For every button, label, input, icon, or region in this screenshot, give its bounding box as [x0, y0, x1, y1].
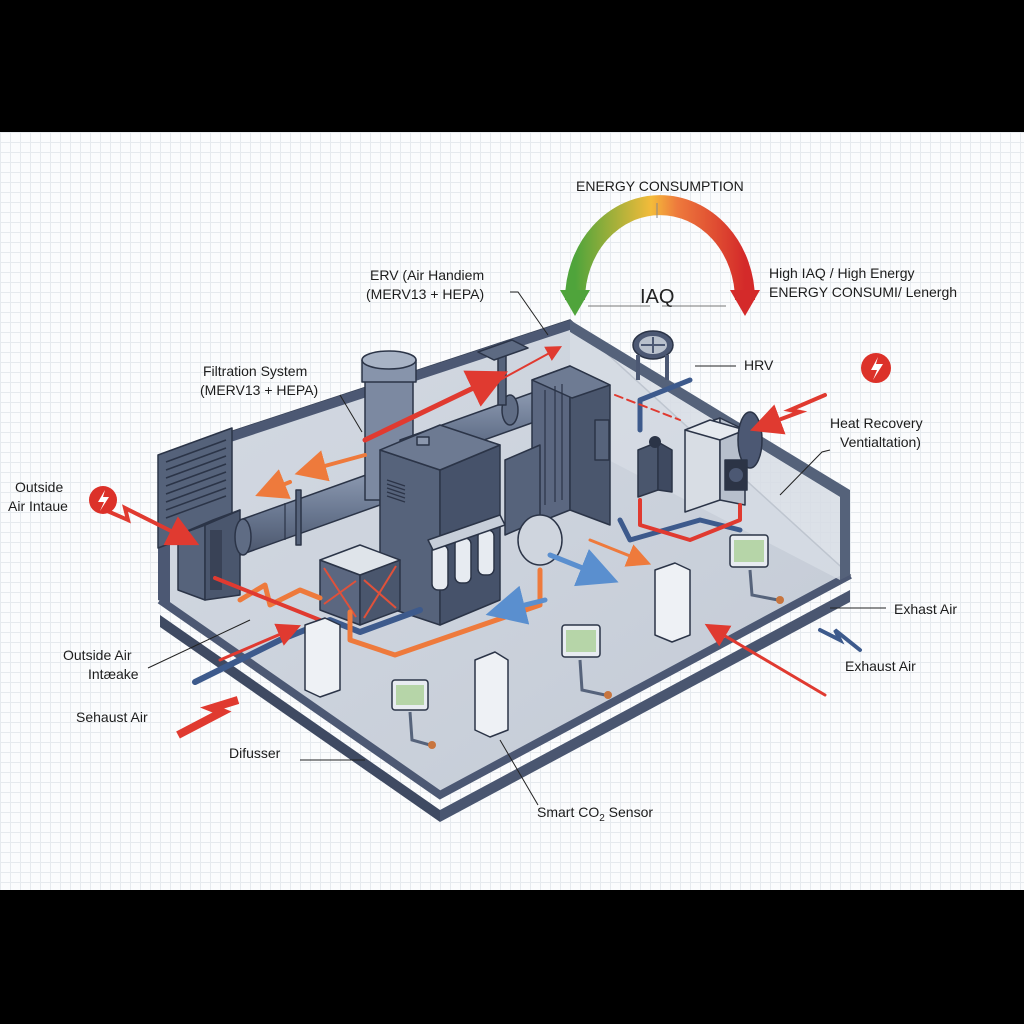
gauge-title: ENERGY CONSUMPTION [576, 178, 744, 194]
label-heat-recovery-2: Ventialtation) [840, 434, 921, 450]
label-exhaust-air-1: Exhast Air [894, 601, 957, 617]
main-duct [234, 469, 381, 556]
gauge-arrow-high [730, 290, 760, 316]
gauge-right-label-1: High IAQ / High Energy [769, 265, 915, 281]
label-hrv: HRV [744, 357, 774, 373]
label-filtration-2: (MERV13 + HEPA) [200, 382, 318, 398]
wall-panel [474, 651, 509, 738]
label-heat-recovery-1: Heat Recovery [830, 415, 923, 431]
blower-housing [504, 444, 563, 566]
gauge-right-label-2: ENERGY CONSUMI/ Lenergh [769, 284, 957, 300]
floor-ductwork [192, 377, 743, 685]
floor-rim [157, 571, 852, 800]
cabinet-vent-cap [416, 436, 430, 446]
diagram-labels: ERV (Air Handiem (MERV13 + HEPA) Filtrat… [8, 267, 957, 824]
label-outside-air-bottom-2: Intæake [88, 666, 139, 682]
back-wall-right [570, 320, 850, 580]
label-outside-air-bottom-1: Outside Air [63, 647, 132, 663]
label-outside-air-top-2: Air Intaue [8, 498, 68, 514]
diagram-canvas: ENERGY CONSUMPTION IAQ High IAQ / High E… [0, 132, 1024, 890]
gauge-center-label: IAQ [640, 286, 674, 308]
filter-cartridge [431, 544, 449, 591]
label-erv-1: ERV (Air Handiem [370, 267, 484, 283]
co2-sensor-display [729, 534, 784, 604]
wall-panel [654, 562, 691, 643]
co2-sensor-display [561, 624, 612, 699]
hvac-diagram: ENERGY CONSUMPTION IAQ High IAQ / High E… [8, 178, 957, 824]
label-outside-air-top-1: Outside [15, 479, 63, 495]
filter-cartridge [477, 529, 495, 576]
filter-cartridge [454, 537, 472, 584]
power-alert-icon [861, 353, 891, 383]
ceiling-hanger [477, 339, 529, 361]
leader-lines [147, 291, 886, 806]
label-erv-2: (MERV13 + HEPA) [366, 286, 484, 302]
power-alert-icon [89, 486, 117, 514]
label-difusser: Difusser [229, 745, 281, 761]
wall-panel [304, 617, 341, 698]
heat-exchanger-cube [319, 544, 401, 626]
label-co2-sensor: Smart CO2 Sensor [537, 804, 653, 824]
erv-cabinet [531, 365, 611, 526]
label-exhaust-air-2: Exhaust Air [845, 658, 916, 674]
co2-sensor-display [391, 679, 436, 749]
roof-fan [632, 330, 674, 380]
airflow-arrows [103, 346, 862, 697]
label-sehaust-air: Sehaust Air [76, 709, 148, 725]
gauge-arrow-low [560, 290, 590, 316]
duct-hanger [295, 489, 302, 546]
hrv-small-unit [637, 436, 673, 498]
label-filtration-1: Filtration System [203, 363, 307, 379]
exhaust-bolt-arrow [176, 696, 240, 739]
energy-gauge: ENERGY CONSUMPTION IAQ High IAQ / High E… [560, 178, 957, 316]
gauge-arc [565, 195, 755, 301]
